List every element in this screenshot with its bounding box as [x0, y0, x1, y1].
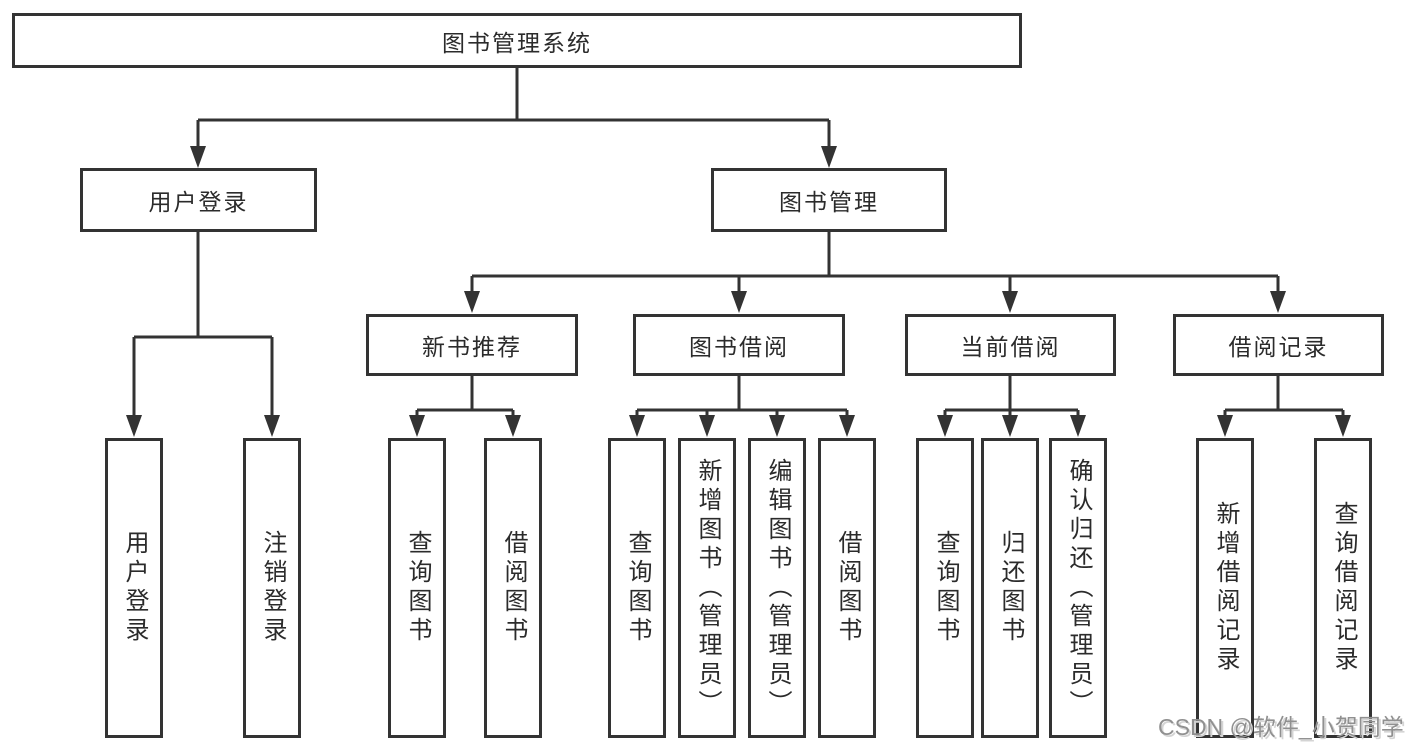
node-book-borrow: 图书借阅	[633, 314, 845, 376]
node-current-borrow-label: 当前借阅	[960, 334, 1061, 360]
node-book-borrow-label: 图书借阅	[689, 334, 789, 360]
leaf-current-query-books-label: 查询图书	[932, 530, 959, 646]
leaf-current-return-books-label: 归还图书	[997, 530, 1024, 646]
node-book-management-label: 图书管理	[779, 189, 879, 215]
leaf-current-return-books: 归还图书	[981, 438, 1039, 738]
leaf-recommend-borrow-books-label: 借阅图书	[500, 530, 527, 646]
leaf-borrow-borrow-books: 借阅图书	[818, 438, 876, 738]
leaf-user-login-label: 用户登录	[121, 530, 148, 646]
leaf-current-confirm-return-admin-label: 确认归还（管理员）	[1065, 457, 1092, 719]
leaf-borrow-borrow-books-label: 借阅图书	[834, 530, 861, 646]
node-current-borrow: 当前借阅	[905, 314, 1116, 376]
leaf-logout-label: 注销登录	[259, 530, 286, 646]
leaf-current-confirm-return-admin: 确认归还（管理员）	[1049, 438, 1107, 738]
node-new-book-recommend: 新书推荐	[366, 314, 578, 376]
node-new-book-recommend-label: 新书推荐	[422, 334, 522, 360]
leaf-records-add-borrow-record-label: 新增借阅记录	[1212, 501, 1239, 675]
leaf-borrow-edit-books-admin: 编辑图书（管理员）	[748, 438, 806, 738]
leaf-logout: 注销登录	[243, 438, 301, 738]
watermark: CSDN @软件_小贺同学	[1158, 714, 1404, 740]
leaf-user-login: 用户登录	[105, 438, 163, 738]
leaf-recommend-query-books-label: 查询图书	[404, 530, 431, 646]
leaf-recommend-borrow-books: 借阅图书	[484, 438, 542, 738]
leaf-borrow-add-books-admin: 新增图书（管理员）	[678, 438, 736, 738]
leaf-records-add-borrow-record: 新增借阅记录	[1196, 438, 1254, 738]
node-root-label: 图书管理系统	[442, 29, 592, 56]
node-borrow-records-label: 借阅记录	[1228, 334, 1329, 360]
leaf-borrow-edit-books-admin-label: 编辑图书（管理员）	[764, 457, 791, 719]
leaf-records-query-borrow-record-label: 查询借阅记录	[1330, 501, 1357, 675]
node-user-login: 用户登录	[80, 168, 317, 232]
node-book-management: 图书管理	[711, 168, 947, 232]
tree-edges	[132, 67, 1345, 416]
leaf-borrow-query-books: 查询图书	[608, 438, 666, 738]
node-borrow-records: 借阅记录	[1173, 314, 1384, 376]
leaf-recommend-query-books: 查询图书	[388, 438, 446, 738]
arrowhead-icons	[126, 146, 1351, 437]
node-root: 图书管理系统	[12, 13, 1022, 68]
leaf-records-query-borrow-record: 查询借阅记录	[1314, 438, 1372, 738]
leaf-borrow-query-books-label: 查询图书	[624, 530, 651, 646]
node-user-login-label: 用户登录	[148, 189, 249, 215]
leaf-borrow-add-books-admin-label: 新增图书（管理员）	[694, 457, 721, 719]
leaf-current-query-books: 查询图书	[916, 438, 974, 738]
